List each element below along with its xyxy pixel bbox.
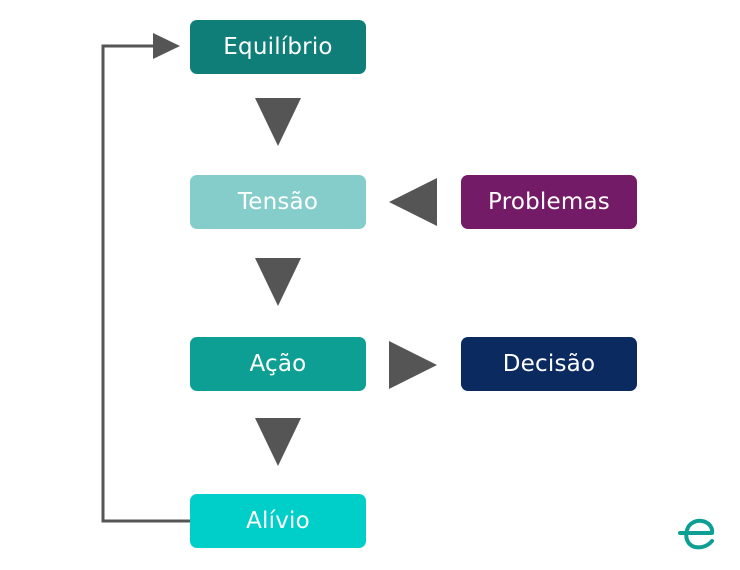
- node-alivio: Alívio: [190, 494, 366, 548]
- node-tensao: Tensão: [190, 175, 366, 229]
- node-problemas: Problemas: [461, 175, 637, 229]
- arrow-acao-to-decisao: [389, 341, 437, 389]
- logo-e-shape: [678, 518, 715, 550]
- node-acao: Ação: [190, 337, 366, 391]
- feedback-loop-arrowhead: [153, 33, 180, 59]
- node-decisao: Decisão: [461, 337, 637, 391]
- arrow-problemas-to-tensao: [389, 178, 437, 226]
- e-logo-icon: [678, 518, 715, 550]
- arrow-acao-to-alivio: [255, 418, 301, 466]
- arrow-equilibrio-to-tensao: [255, 98, 301, 146]
- node-equilibrio: Equilíbrio: [190, 20, 366, 74]
- feedback-loop-line: [101, 44, 190, 523]
- arrow-tensao-to-acao: [255, 258, 301, 306]
